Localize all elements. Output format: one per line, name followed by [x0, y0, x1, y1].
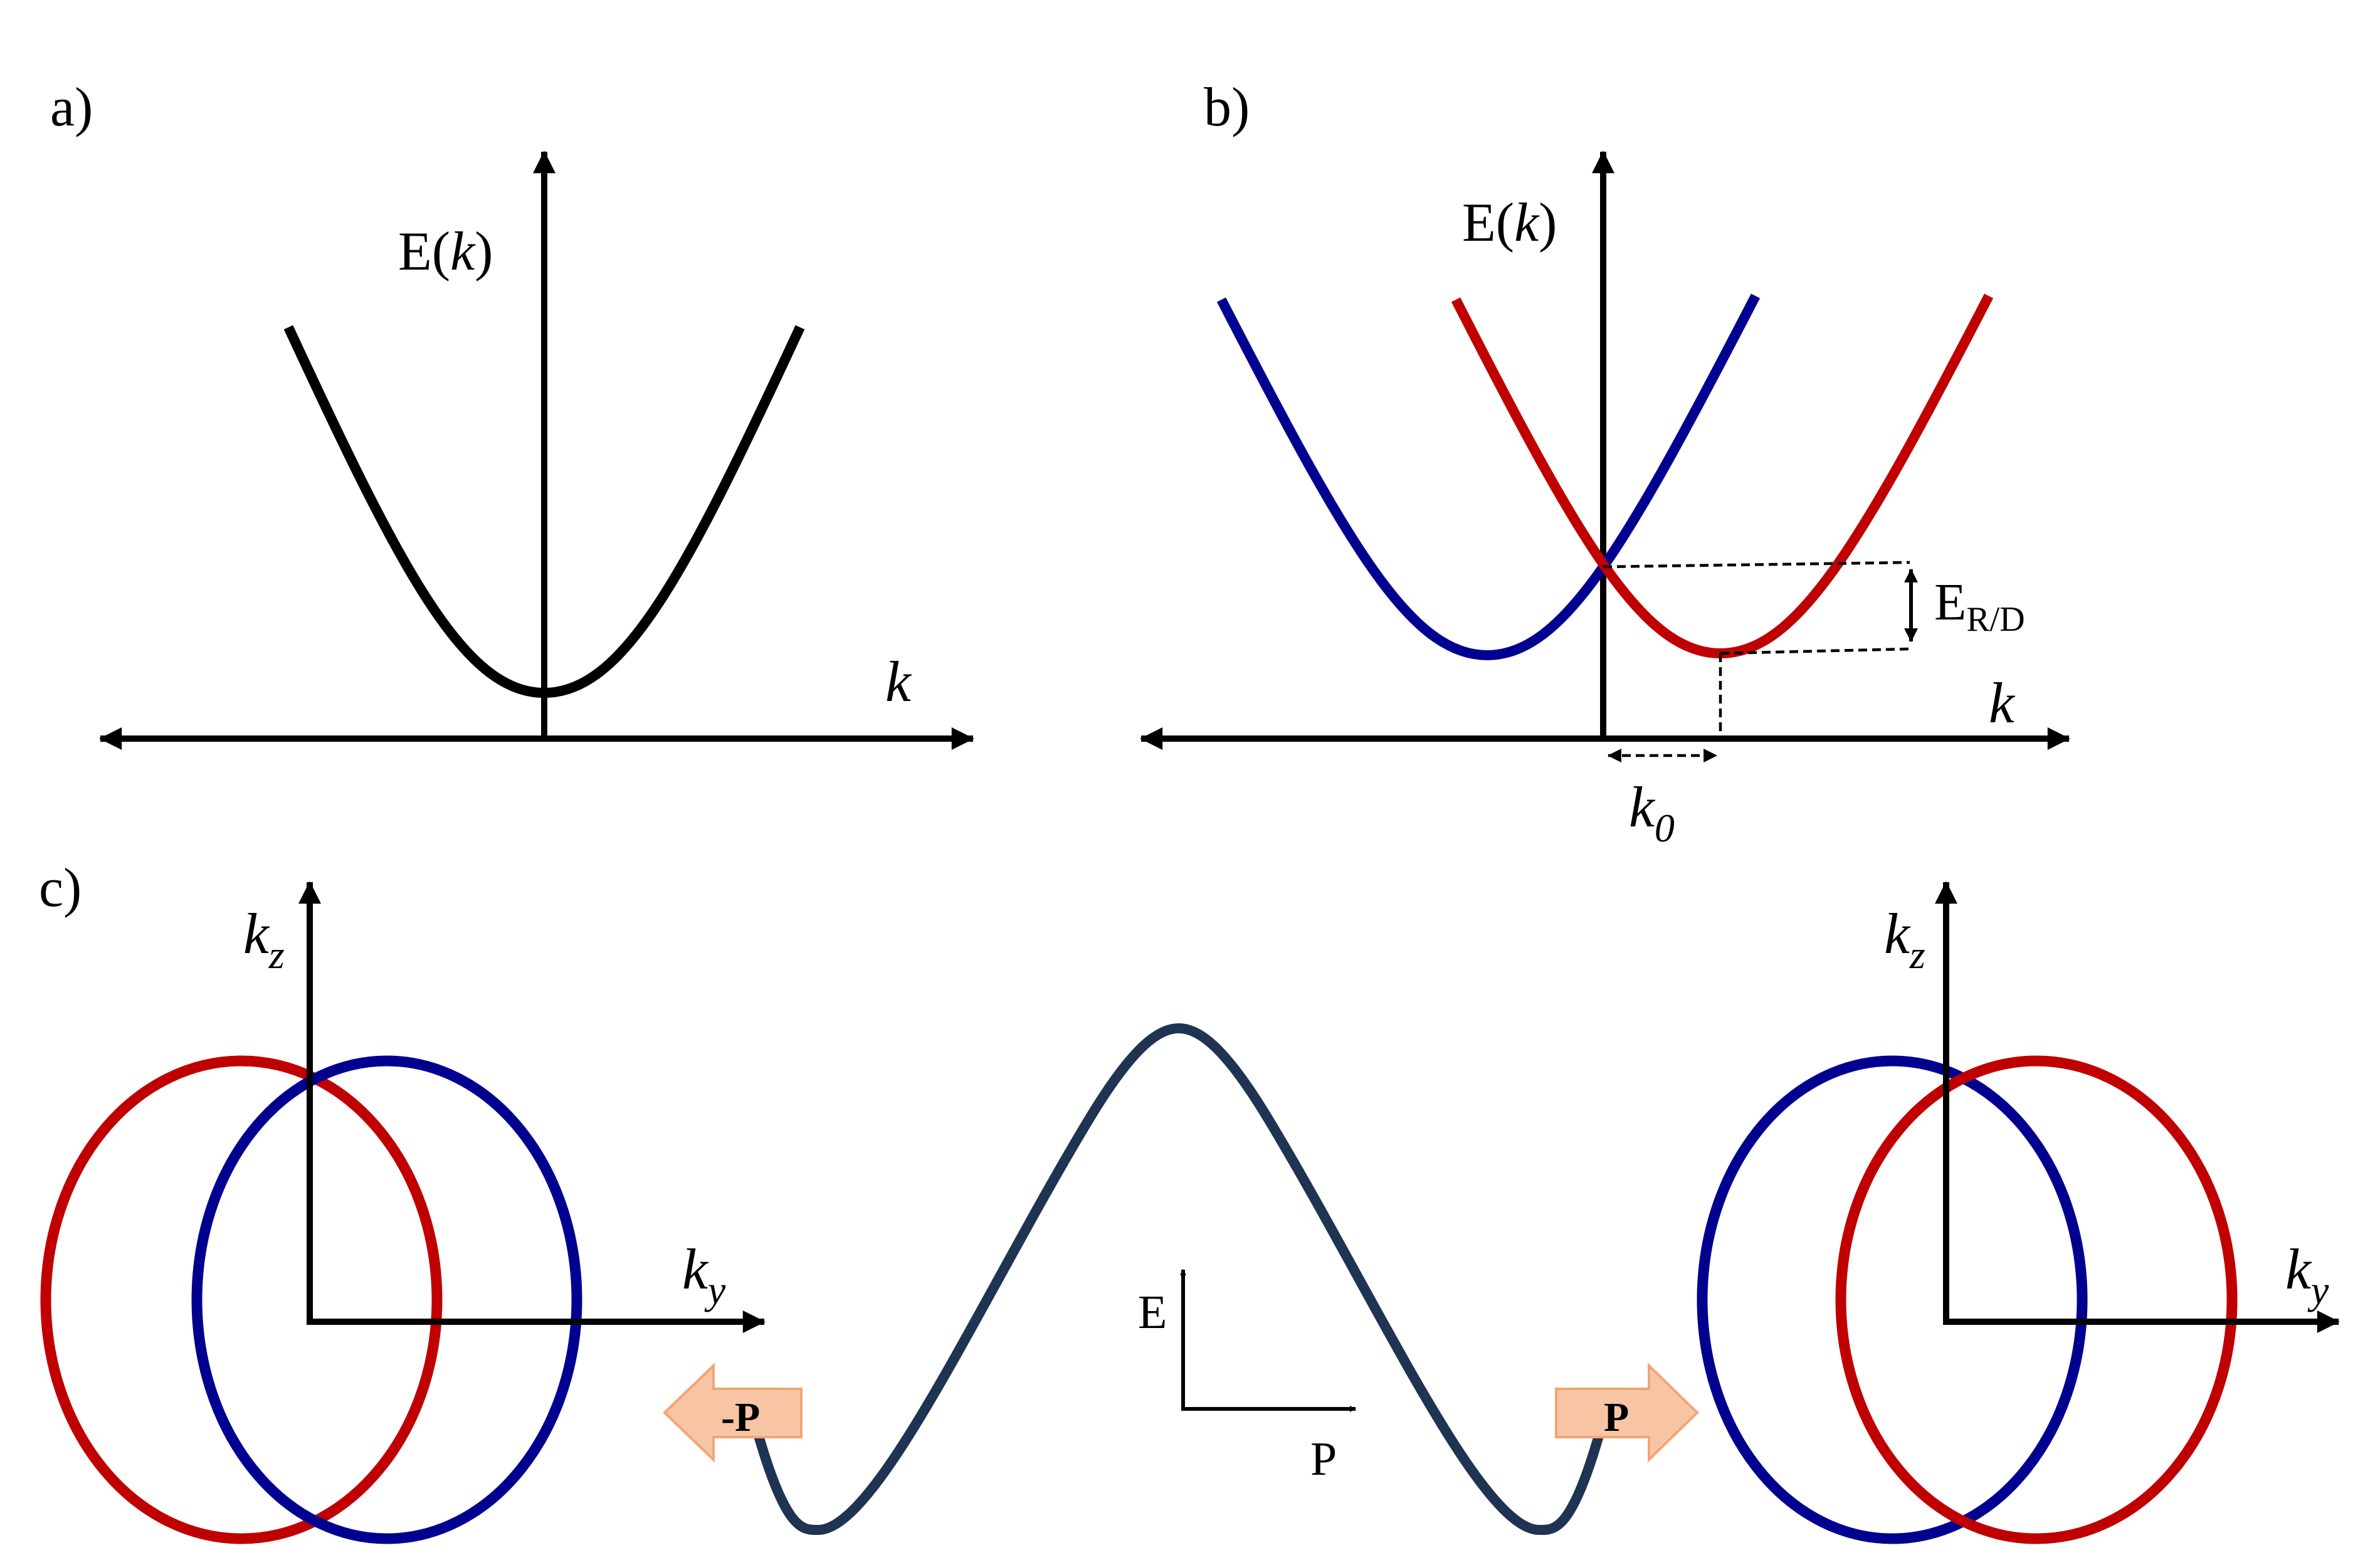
- left-ky-label: ky: [682, 1237, 726, 1312]
- panel-b: b) E(k) k ER/D k0: [1140, 77, 2070, 850]
- panel-a: a) E(k) k: [50, 77, 974, 750]
- left-spin-texture: kz ky: [40, 881, 766, 1544]
- positive-polarization-arrow: P: [1555, 1362, 1699, 1463]
- panel-a-dispersion-curve: [283, 325, 805, 698]
- inset-energy-label: E: [1138, 1286, 1167, 1339]
- right-kz-label: kz: [1884, 902, 1925, 977]
- panel-b-k-label: k: [1989, 671, 2016, 735]
- left-kz-label: kz: [243, 902, 285, 977]
- double-well-curve: [754, 1023, 1604, 1536]
- panel-b-tag: b): [1204, 77, 1250, 138]
- panel-a-energy-label: E(k): [398, 221, 493, 282]
- panel-c: c) kz ky kz ky E P: [39, 858, 2340, 1544]
- panel-a-tag: a): [50, 77, 93, 138]
- energy-polarization-inset: E P: [1138, 1269, 1356, 1485]
- panel-b-blue-band: [1216, 293, 1761, 661]
- panel-b-energy-label: E(k): [1462, 192, 1557, 253]
- right-red-ring: [1835, 1055, 2238, 1544]
- left-red-ring: [40, 1055, 443, 1544]
- right-spin-texture: kz ky: [1697, 881, 2340, 1544]
- right-ky-label: ky: [2285, 1237, 2329, 1312]
- negative-polarization-arrow-shape: [663, 1362, 803, 1463]
- panel-c-tag: c): [39, 858, 82, 919]
- right-blue-ring: [1697, 1055, 2088, 1544]
- panel-b-splitting-label: ER/D: [1934, 573, 2025, 639]
- panel-b-upper-dashed-level: [1603, 561, 1910, 569]
- panel-a-k-label: k: [885, 650, 912, 714]
- inset-polarization-label: P: [1310, 1433, 1337, 1485]
- left-blue-ring: [191, 1055, 582, 1544]
- negative-polarization-arrow: -P: [663, 1362, 803, 1463]
- panel-b-offset-label: k0: [1629, 775, 1675, 850]
- panel-b-lower-dashed-level: [1720, 647, 1910, 655]
- negative-polarization-label: -P: [721, 1394, 760, 1440]
- positive-polarization-label: P: [1604, 1394, 1629, 1440]
- positive-polarization-arrow-shape: [1555, 1362, 1699, 1463]
